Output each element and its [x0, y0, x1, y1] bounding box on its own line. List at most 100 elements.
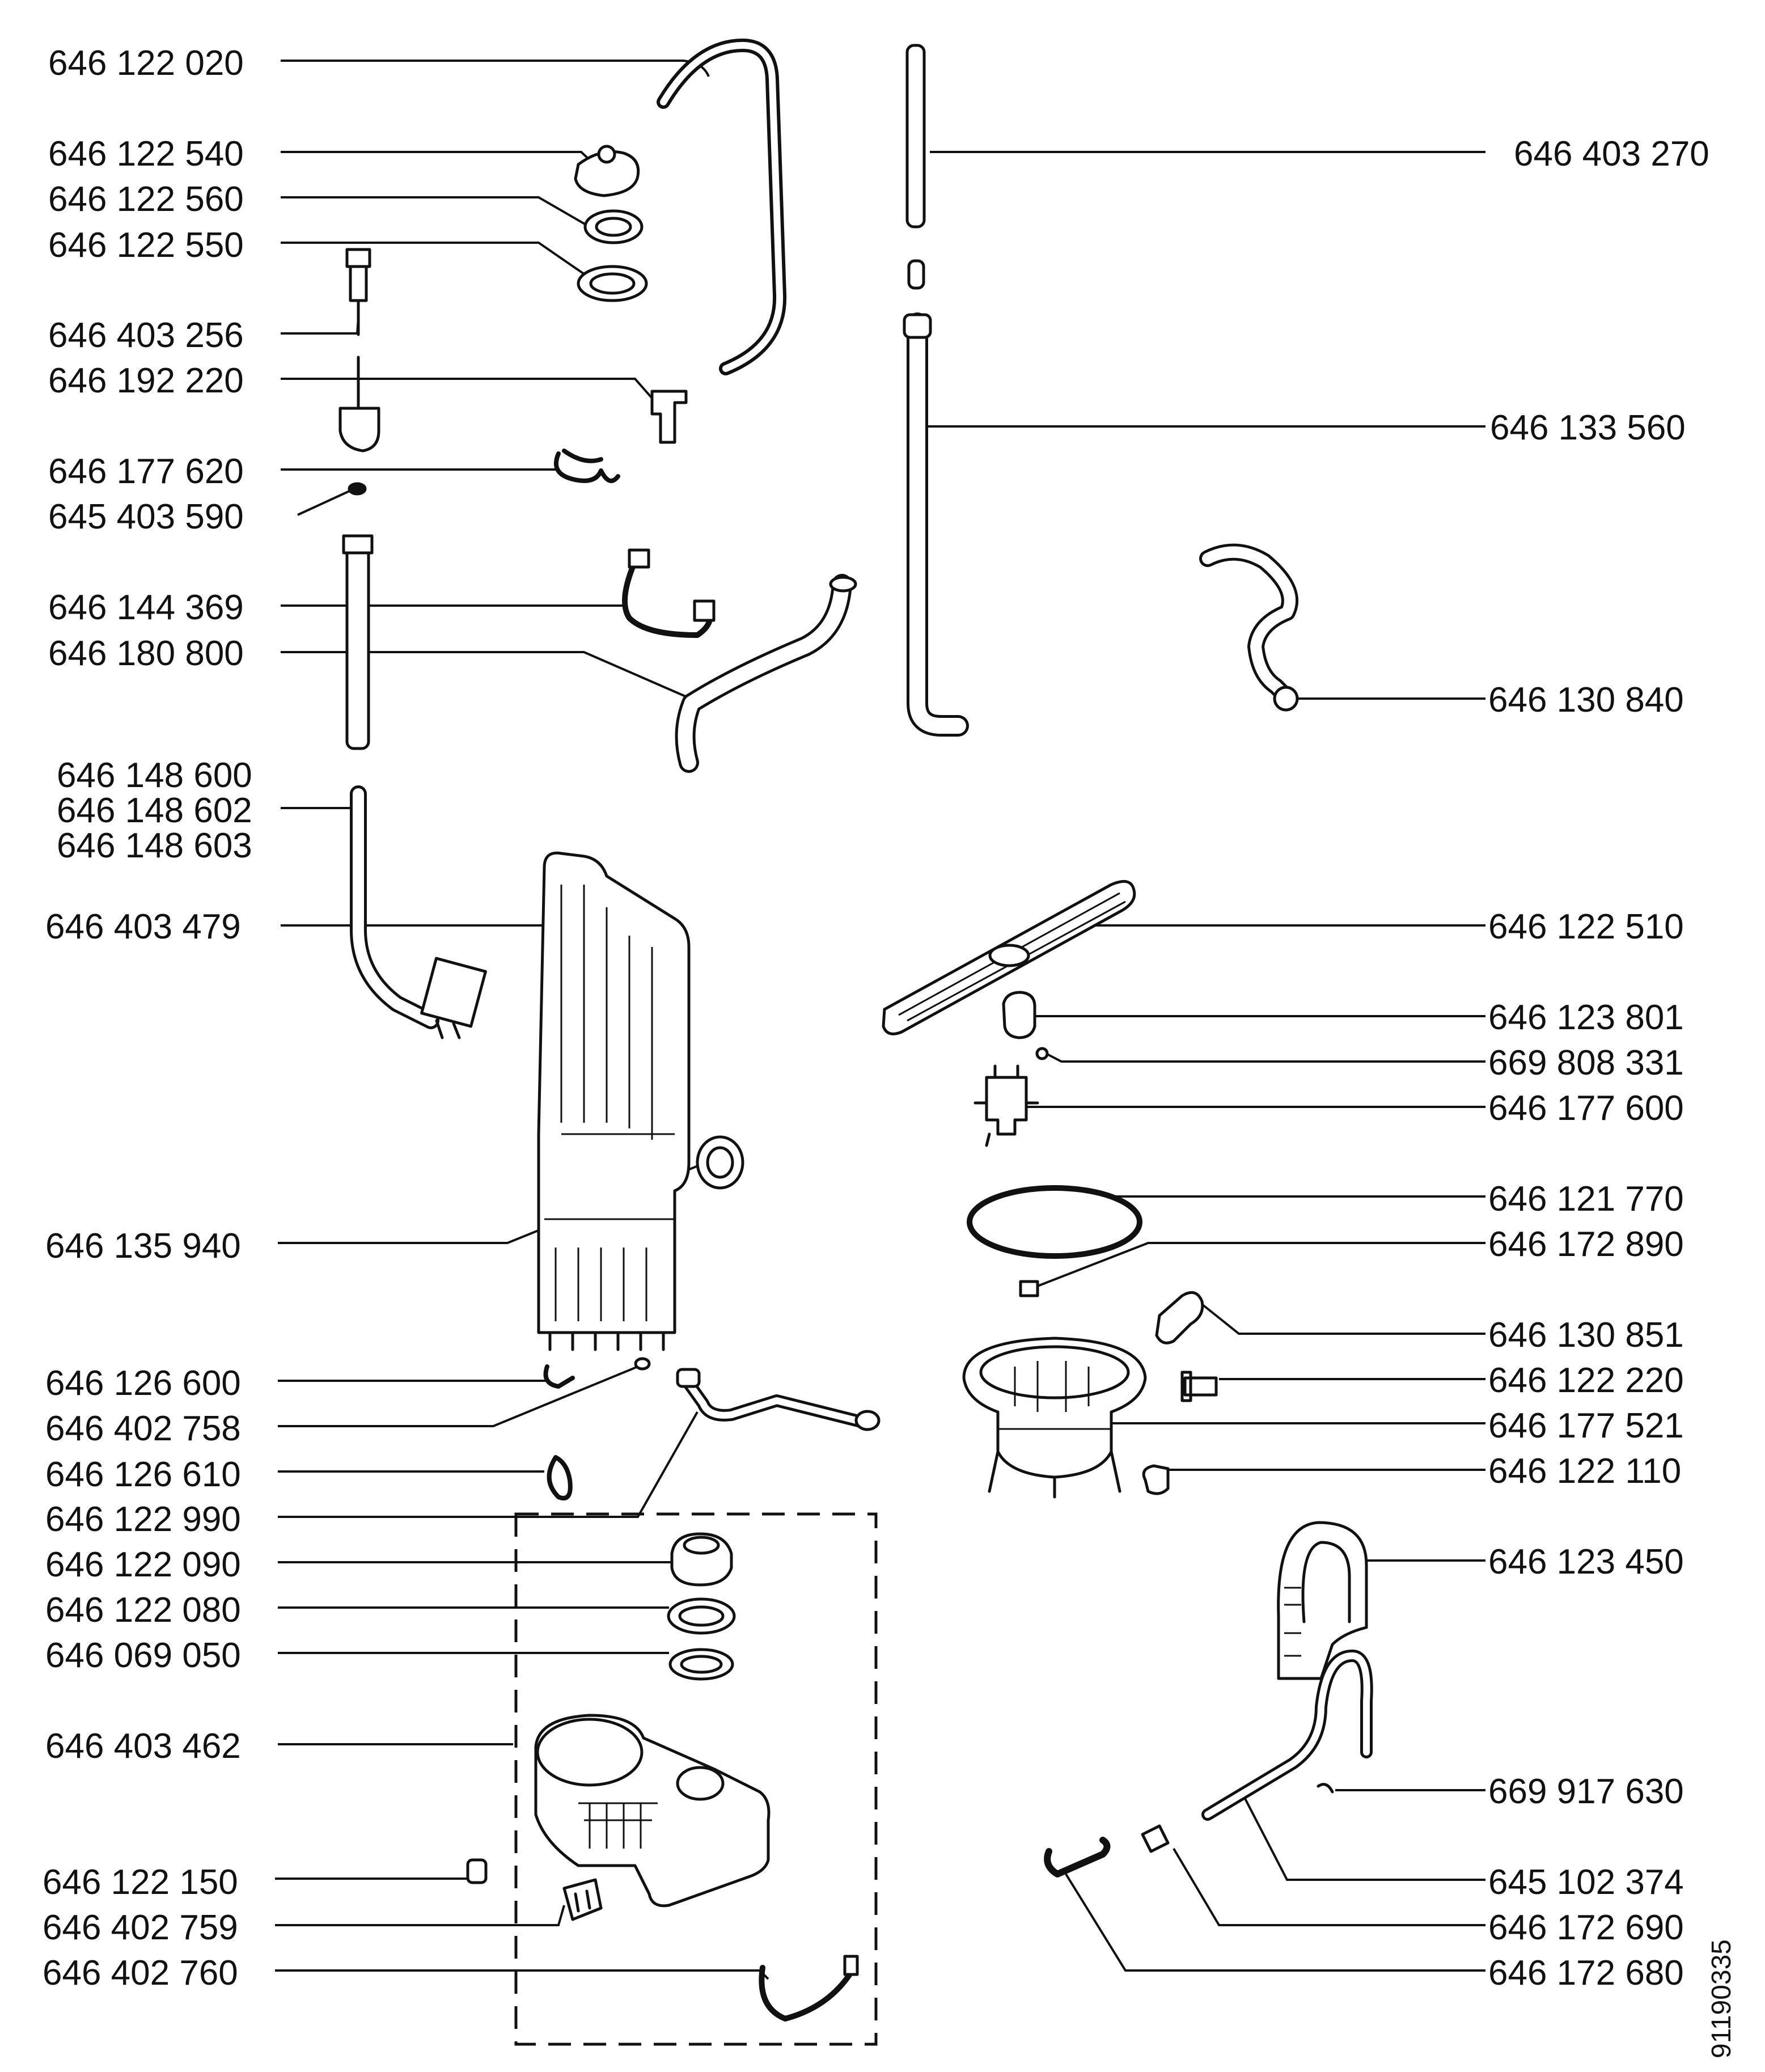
part-elbow-fitting	[1155, 1291, 1204, 1344]
leader-646172690	[1173, 1847, 1485, 1926]
part-label-646122220: 646 122 220	[1488, 1361, 1684, 1400]
part-label-646126600: 646 126 600	[45, 1364, 241, 1403]
part-small-clip	[543, 1364, 575, 1389]
part-ring-inner	[595, 217, 632, 237]
leader-646402760	[275, 1969, 769, 1980]
part-small-fitting	[1141, 1824, 1170, 1853]
part-label-646403256: 646 403 256	[48, 316, 244, 355]
part-seal-inner	[706, 1146, 734, 1179]
part-cap-nut-top	[683, 1536, 720, 1555]
part-spray-arm-hub	[988, 944, 1030, 967]
part-salt-container-neck	[676, 1766, 725, 1801]
part-hose-s-inner	[678, 577, 849, 770]
leader-669808331	[1046, 1052, 1485, 1063]
part-gasket	[668, 1648, 734, 1681]
leader-646402759	[275, 1905, 565, 1926]
part-label-646122560: 646 122 560	[48, 180, 244, 219]
part-label-646144369: 646 144 369	[48, 588, 244, 627]
part-label-646172890: 646 172 890	[1488, 1225, 1684, 1264]
part-label-646148602: 646 148 602	[57, 791, 252, 830]
right-labels: 646 403 270 646 133 560 646 130 840 646 …	[1488, 134, 1709, 1993]
assembly-dashed-box	[514, 1512, 878, 2046]
part-wire-end	[843, 1955, 859, 1976]
part-tube-top	[905, 44, 926, 229]
part-hose-l-inner	[353, 788, 437, 1026]
part-curved-hose-inner	[660, 42, 784, 372]
part-collar-inner	[589, 272, 636, 295]
part-small-disc	[348, 482, 367, 496]
part-ring-large-inner	[678, 1605, 725, 1627]
part-pipe-inner	[685, 1380, 871, 1427]
leader-646122020	[281, 60, 710, 77]
left-parts	[338, 39, 881, 2046]
part-vertical-tube	[345, 543, 370, 750]
part-curved-hose	[657, 39, 787, 375]
part-pipe-elbow	[676, 1368, 701, 1388]
part-label-646122090: 646 122 090	[45, 1545, 241, 1584]
part-air-break-arch	[1301, 1541, 1351, 1623]
part-seal	[696, 1135, 744, 1190]
part-long-tube-inner	[909, 315, 966, 734]
part-label-646122110: 646 122 110	[1488, 1452, 1681, 1491]
part-connector-pins	[574, 1889, 591, 1913]
part-label-646403479: 646 403 479	[45, 907, 241, 946]
part-wire	[759, 1965, 853, 2022]
leader-646172890	[1037, 1242, 1485, 1287]
part-label-646121770: 646 121 770	[1488, 1179, 1684, 1219]
part-label-646133560: 646 133 560	[1490, 408, 1686, 447]
part-loop-hose-inner	[1204, 1652, 1370, 1818]
leader-646130851	[1201, 1303, 1485, 1335]
part-wire-harness	[622, 559, 713, 638]
part-sump-housing-feet	[988, 1450, 1121, 1499]
part-label-646402760: 646 402 760	[43, 1953, 238, 1993]
leader-646122990	[278, 1411, 699, 1518]
part-label-646069050: 646 069 050	[45, 1636, 241, 1675]
part-label-646172690: 646 172 690	[1488, 1908, 1684, 1947]
leader-645403590	[297, 488, 355, 516]
leader-646403256	[281, 317, 359, 335]
part-label-646403462: 646 403 462	[45, 1727, 241, 1766]
part-label-646172680: 646 172 680	[1488, 1953, 1684, 1993]
part-valve-body	[338, 407, 380, 453]
part-salt-container-detail	[578, 1802, 658, 1849]
part-label-646122510: 646 122 510	[1488, 907, 1684, 946]
part-label-646123801: 646 123 801	[1488, 998, 1684, 1037]
part-air-break	[1277, 1521, 1368, 1680]
part-hose-connector	[420, 957, 487, 1028]
part-ring	[583, 209, 644, 244]
leader-646180800	[281, 651, 695, 701]
leader-646122550	[281, 242, 591, 279]
part-label-646177600: 646 177 600	[1488, 1089, 1684, 1128]
left-labels: 646 122 020 646 122 540 646 122 560 646 …	[43, 44, 252, 1993]
part-label-646403270: 646 403 270	[1514, 134, 1709, 174]
part-label-646130851: 646 130 851	[1488, 1316, 1684, 1355]
part-large-gasket	[967, 1185, 1142, 1259]
part-bent-hose-inner	[1202, 546, 1296, 700]
part-label-646402759: 646 402 759	[43, 1908, 238, 1947]
part-pipe-end	[854, 1410, 881, 1431]
part-ring-large	[667, 1597, 736, 1635]
part-long-tube-cap	[903, 313, 932, 339]
part-vertical-tube-cap	[342, 534, 374, 555]
part-air-break-detail	[1284, 1587, 1301, 1657]
part-clamp	[547, 1455, 573, 1500]
part-label-646122550: 646 122 550	[48, 226, 244, 265]
part-valve-cap-knob	[597, 145, 616, 164]
part-label-646130840: 646 130 840	[1488, 680, 1684, 720]
leader-646122540	[281, 151, 591, 161]
part-connector	[562, 1878, 603, 1921]
part-label-646126610: 646 126 610	[45, 1455, 241, 1494]
part-tiny-clip	[1317, 1783, 1334, 1794]
part-label-645102374: 645 102 374	[1488, 1863, 1684, 1902]
part-clip	[554, 449, 620, 483]
part-valve-assembly	[985, 1076, 1028, 1136]
part-sump-housing-detail	[998, 1361, 1111, 1430]
part-pin	[1044, 1837, 1111, 1878]
right-leader-lines	[924, 151, 1485, 1972]
part-label-669917630: 669 917 630	[1488, 1772, 1684, 1811]
part-label-646402758: 646 402 758	[45, 1409, 241, 1448]
part-bolt	[1180, 1371, 1218, 1402]
part-small-elbow	[1142, 1464, 1170, 1495]
part-label-646122080: 646 122 080	[45, 1591, 241, 1630]
